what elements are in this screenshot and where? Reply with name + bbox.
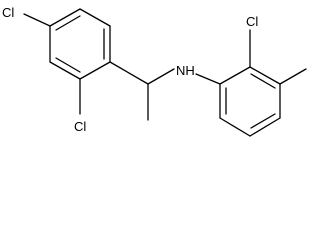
bond — [250, 73, 276, 89]
chlorine-label-right: Cl — [246, 14, 258, 29]
bond — [109, 61, 149, 85]
bond — [195, 73, 221, 85]
chlorine-label-middle: Cl — [74, 119, 86, 134]
chlorine-label-top-left: Cl — [2, 5, 14, 20]
structure-drawing: Cl Cl Cl NH — [2, 5, 307, 137]
bond — [49, 8, 81, 27]
bond — [249, 117, 281, 137]
bond — [79, 61, 111, 80]
ethyl-linker — [109, 61, 221, 121]
bond — [49, 61, 81, 80]
bond — [55, 57, 81, 73]
bond — [249, 66, 281, 85]
amine-label: NH — [176, 63, 195, 78]
chloromethylphenyl-ring — [219, 29, 307, 137]
bond — [147, 68, 175, 85]
bond — [23, 13, 51, 27]
dichlorophenyl-ring — [23, 8, 111, 115]
bond — [219, 117, 251, 137]
bond — [279, 68, 307, 85]
bond — [219, 66, 251, 85]
bond — [79, 8, 111, 27]
bond — [55, 15, 81, 31]
bond — [250, 113, 276, 129]
molecule-diagram: Cl Cl Cl NH — [2, 5, 307, 137]
